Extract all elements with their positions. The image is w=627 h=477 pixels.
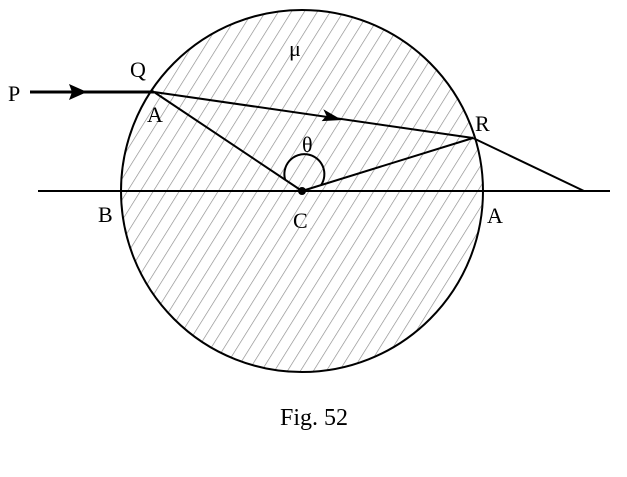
refracted-ray bbox=[153, 91, 474, 139]
label-mu: μ bbox=[289, 36, 301, 61]
incident-ray-arrow bbox=[69, 84, 87, 100]
label-p: P bbox=[8, 81, 20, 106]
label-a-right: A bbox=[487, 203, 503, 228]
theta-angle-arc bbox=[283, 153, 326, 186]
refracted-ray-arrow bbox=[321, 109, 342, 122]
centre-point bbox=[298, 187, 306, 195]
figure-caption: Fig. 52 bbox=[280, 405, 348, 431]
label-q: Q bbox=[130, 57, 146, 82]
label-a-upper: A bbox=[147, 102, 163, 127]
radius-cr bbox=[301, 137, 474, 192]
label-b: B bbox=[98, 202, 113, 227]
label-c: C bbox=[293, 208, 308, 233]
label-r: R bbox=[475, 111, 490, 136]
emergent-ray bbox=[472, 137, 585, 192]
radius-cq bbox=[153, 91, 303, 192]
label-theta: θ bbox=[302, 132, 313, 157]
